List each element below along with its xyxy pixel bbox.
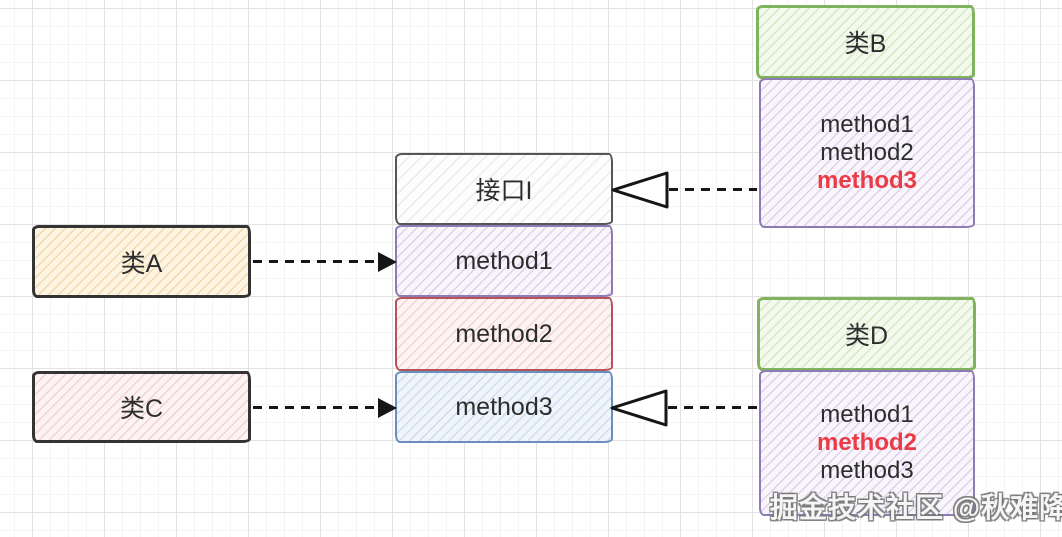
- interface-box: 接口I: [395, 153, 613, 225]
- interface-method3-label: method3: [455, 392, 553, 421]
- hollow-triangle-icon: [610, 389, 668, 427]
- class-b-method1-label: method1: [820, 111, 914, 138]
- class-b-title: 类B: [844, 30, 887, 58]
- class-c-title: 类C: [119, 395, 164, 423]
- class-d-title: 类D: [844, 322, 889, 350]
- interface-title: 接口I: [475, 177, 533, 205]
- interface-method1-label: method1: [455, 246, 553, 275]
- class-b-header-box: 类B: [756, 5, 975, 79]
- class-c-box: 类C: [32, 371, 251, 443]
- class-d-method3-label: method3: [820, 457, 914, 484]
- class-a-title: 类A: [120, 249, 163, 278]
- class-d-method1-label: method1: [820, 401, 914, 428]
- hollow-triangle-icon: [611, 171, 669, 209]
- interface-method2-box: method2: [395, 297, 613, 371]
- interface-method2-label: method2: [455, 319, 553, 348]
- class-d-methods-box: method1 method2 method3: [759, 370, 975, 516]
- arrow-class-c-to-method3-line: [253, 406, 381, 409]
- arrow-class-b-to-interface-line: [669, 188, 757, 191]
- arrow-class-c-to-method3-head-icon: [378, 398, 397, 418]
- arrow-class-a-to-method1-line: [253, 260, 381, 263]
- class-b-methods-box: method1 method2 method3: [759, 78, 975, 228]
- class-d-method2-label: method2: [816, 429, 917, 456]
- class-b-method2-label: method2: [820, 139, 914, 166]
- arrow-class-d-to-method3-line: [668, 406, 758, 409]
- watermark-text: 掘金技术社区 @秋难降: [770, 492, 1062, 523]
- class-a-box: 类A: [32, 225, 251, 298]
- interface-method1-box: method1: [395, 225, 613, 297]
- interface-method3-box: method3: [395, 371, 613, 443]
- arrow-class-a-to-method1-head-icon: [378, 252, 397, 272]
- class-b-method3-label: method3: [816, 167, 917, 194]
- class-d-header-box: 类D: [757, 297, 976, 371]
